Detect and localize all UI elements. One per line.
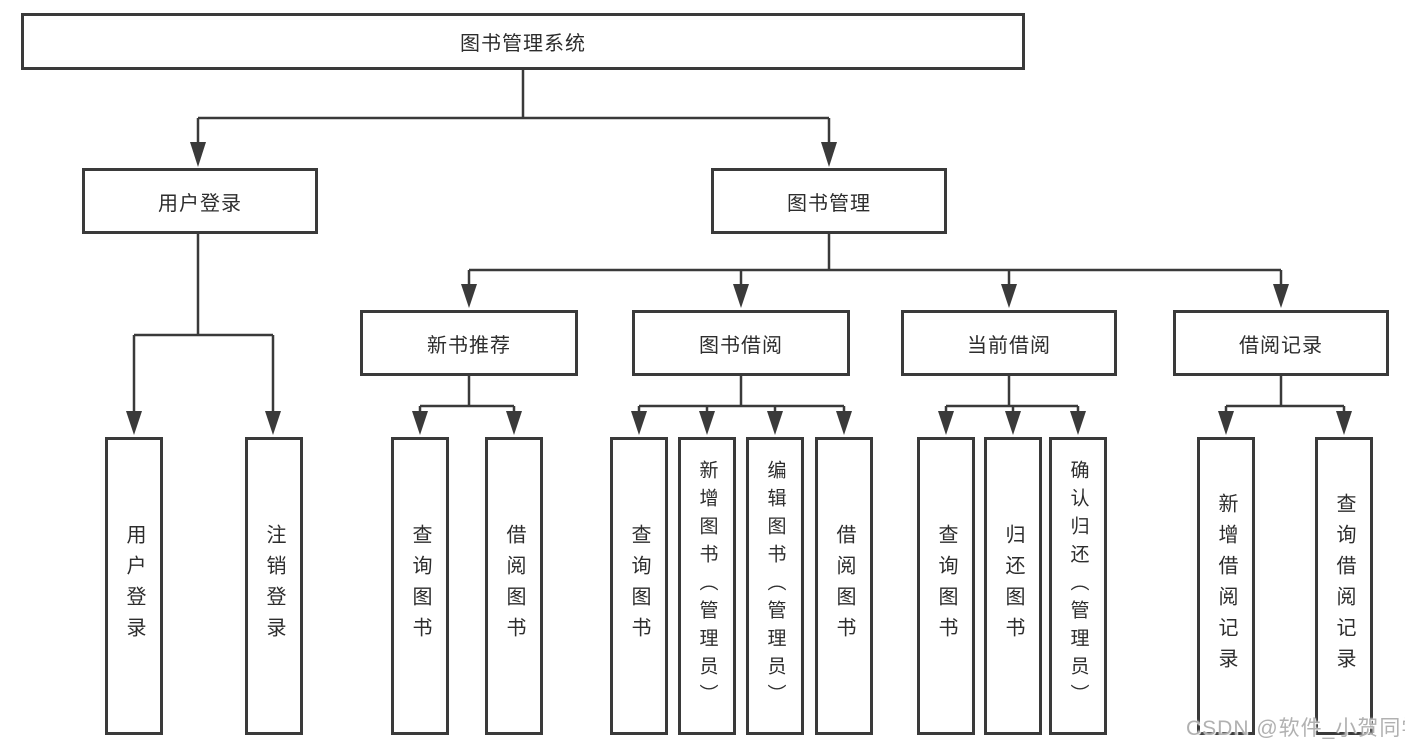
leaf-nbr-query-books: 查询图书 <box>391 437 449 735</box>
node-user-login-label: 用户登录 <box>158 192 242 215</box>
arrowhead-user-login <box>190 142 206 167</box>
leaf-cb-confirm-return-admin-label: 确认归还（管理员） <box>1067 460 1089 712</box>
arrowhead-bb-c1 <box>631 411 647 435</box>
leaf-bb-edit-books-admin-label: 编辑图书（管理员） <box>764 460 786 712</box>
leaf-bb-borrow-books-label: 借阅图书 <box>833 524 855 648</box>
leaf-nbr-borrow-books: 借阅图书 <box>485 437 543 735</box>
node-current-borrow-label: 当前借阅 <box>967 334 1051 357</box>
leaf-bb-borrow-books: 借阅图书 <box>815 437 873 735</box>
arrowhead-bb-c2 <box>699 411 715 435</box>
leaf-br-query-record-label: 查询借阅记录 <box>1333 493 1355 679</box>
arrowhead-leaf-login <box>126 411 142 435</box>
leaf-bb-edit-books-admin: 编辑图书（管理员） <box>746 437 804 735</box>
node-user-login: 用户登录 <box>82 168 318 234</box>
leaf-bb-query-books: 查询图书 <box>610 437 668 735</box>
leaf-user-login: 用户登录 <box>105 437 163 735</box>
leaf-br-query-record: 查询借阅记录 <box>1315 437 1373 735</box>
arrowhead-bb <box>733 284 749 308</box>
csdn-watermark: CSDN @软件_小贺同学 <box>1186 717 1405 740</box>
leaf-logout-label: 注销登录 <box>263 524 285 648</box>
arrowhead-br <box>1273 284 1289 308</box>
leaf-cb-return-books: 归还图书 <box>984 437 1042 735</box>
arrowhead-book-mgmt <box>821 142 837 167</box>
edge-br-split <box>1226 376 1344 408</box>
node-book-management-label: 图书管理 <box>787 192 871 215</box>
arrowhead-cb <box>1001 284 1017 308</box>
node-book-borrow: 图书借阅 <box>632 310 850 376</box>
node-new-book-recommend-label: 新书推荐 <box>427 334 511 357</box>
leaf-cb-confirm-return-admin: 确认归还（管理员） <box>1049 437 1107 735</box>
arrowhead-nbr <box>461 284 477 308</box>
arrowhead-nbr-c2 <box>506 411 522 435</box>
leaf-logout: 注销登录 <box>245 437 303 735</box>
leaf-bb-query-books-label: 查询图书 <box>628 524 650 648</box>
leaf-nbr-borrow-books-label: 借阅图书 <box>503 524 525 648</box>
arrowhead-bb-c3 <box>767 411 783 435</box>
edge-cb-split <box>946 376 1078 408</box>
leaf-cb-return-books-label: 归还图书 <box>1002 524 1024 648</box>
arrowhead-nbr-c1 <box>412 411 428 435</box>
leaf-user-login-label: 用户登录 <box>123 524 145 648</box>
arrowhead-bb-c4 <box>836 411 852 435</box>
arrowhead-cb-c3 <box>1070 411 1086 435</box>
node-root: 图书管理系统 <box>21 13 1025 70</box>
node-root-label: 图书管理系统 <box>460 33 586 55</box>
node-new-book-recommend: 新书推荐 <box>360 310 578 376</box>
arrowhead-cb-c2 <box>1005 411 1021 435</box>
leaf-cb-query-books-label: 查询图书 <box>935 524 957 648</box>
node-book-borrow-label: 图书借阅 <box>699 334 783 357</box>
edge-root-split <box>198 69 829 120</box>
arrowhead-cb-c1 <box>938 411 954 435</box>
leaf-br-add-record: 新增借阅记录 <box>1197 437 1255 735</box>
leaf-cb-query-books: 查询图书 <box>917 437 975 735</box>
leaf-bb-add-books-admin: 新增图书（管理员） <box>678 437 736 735</box>
arrowhead-br-c2 <box>1336 411 1352 435</box>
node-borrow-records: 借阅记录 <box>1173 310 1389 376</box>
edge-bb-split <box>639 376 844 408</box>
edge-bookmgmt-split <box>469 234 1281 272</box>
node-current-borrow: 当前借阅 <box>901 310 1117 376</box>
node-borrow-records-label: 借阅记录 <box>1239 334 1323 357</box>
edge-user-split <box>134 234 273 337</box>
edge-nbr-split <box>420 376 514 408</box>
leaf-br-add-record-label: 新增借阅记录 <box>1215 493 1237 679</box>
node-book-management: 图书管理 <box>711 168 947 234</box>
leaf-bb-add-books-admin-label: 新增图书（管理员） <box>696 460 718 712</box>
leaf-nbr-query-books-label: 查询图书 <box>409 524 431 648</box>
arrowhead-br-c1 <box>1218 411 1234 435</box>
arrowhead-leaf-logout <box>265 411 281 435</box>
